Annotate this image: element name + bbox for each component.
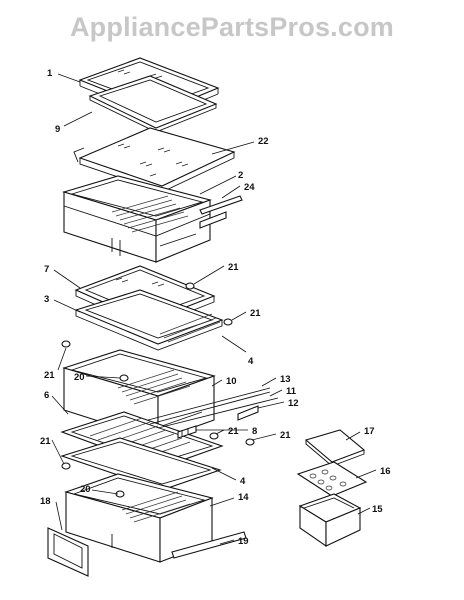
callout-13: 13 bbox=[280, 374, 291, 385]
callout-8: 8 bbox=[252, 426, 257, 437]
callout-labels: 1 9 22 2 24 7 21 3 21 4 21 20 10 13 6 11… bbox=[40, 68, 391, 547]
watermark: AppliancePartsPros.com bbox=[69, 12, 394, 42]
callout-22: 22 bbox=[258, 136, 269, 147]
callout-6: 6 bbox=[44, 390, 49, 401]
callout-21: 21 bbox=[280, 430, 291, 441]
callout-4: 4 bbox=[248, 356, 254, 367]
part-2-crisper-drawer bbox=[62, 175, 227, 263]
part-8-clip bbox=[177, 425, 197, 439]
callout-14: 14 bbox=[238, 492, 249, 503]
callout-4: 4 bbox=[240, 476, 246, 487]
callout-12: 12 bbox=[288, 398, 299, 409]
callout-21: 21 bbox=[250, 308, 261, 319]
callout-16: 16 bbox=[380, 466, 391, 477]
part-16-egg-tray bbox=[296, 461, 368, 497]
callout-17: 17 bbox=[364, 426, 375, 437]
part-17-egg-cover bbox=[304, 429, 366, 467]
callout-11: 11 bbox=[286, 386, 297, 397]
callout-15: 15 bbox=[372, 504, 383, 515]
callout-1: 1 bbox=[47, 68, 53, 79]
callout-24: 24 bbox=[244, 182, 255, 193]
part-18-label-card bbox=[47, 527, 89, 577]
leader-lines bbox=[51, 73, 377, 545]
callout-21: 21 bbox=[228, 262, 239, 273]
callout-21: 21 bbox=[40, 436, 51, 447]
callout-21: 21 bbox=[44, 370, 55, 381]
fastener-screws bbox=[61, 282, 255, 498]
part-12-clip bbox=[237, 405, 259, 421]
part-19-rail bbox=[171, 531, 247, 559]
callout-2: 2 bbox=[238, 170, 243, 181]
callout-3: 3 bbox=[44, 294, 49, 305]
part-14-crisper-drawer bbox=[64, 473, 214, 563]
part-11-rail bbox=[157, 397, 279, 429]
part-3-shelf-frame bbox=[74, 289, 224, 351]
callout-20: 20 bbox=[80, 484, 91, 495]
part-22-cover-glass bbox=[73, 127, 236, 193]
callout-7: 7 bbox=[44, 264, 49, 275]
callout-9: 9 bbox=[55, 124, 60, 135]
callout-19: 19 bbox=[238, 536, 249, 547]
callout-20: 20 bbox=[74, 372, 85, 383]
part-13-rail bbox=[147, 387, 271, 425]
part-15-egg-bin bbox=[298, 493, 362, 548]
callout-21: 21 bbox=[228, 426, 239, 437]
callout-18: 18 bbox=[40, 496, 51, 507]
part-24-rail bbox=[199, 195, 243, 215]
callout-10: 10 bbox=[226, 376, 237, 387]
